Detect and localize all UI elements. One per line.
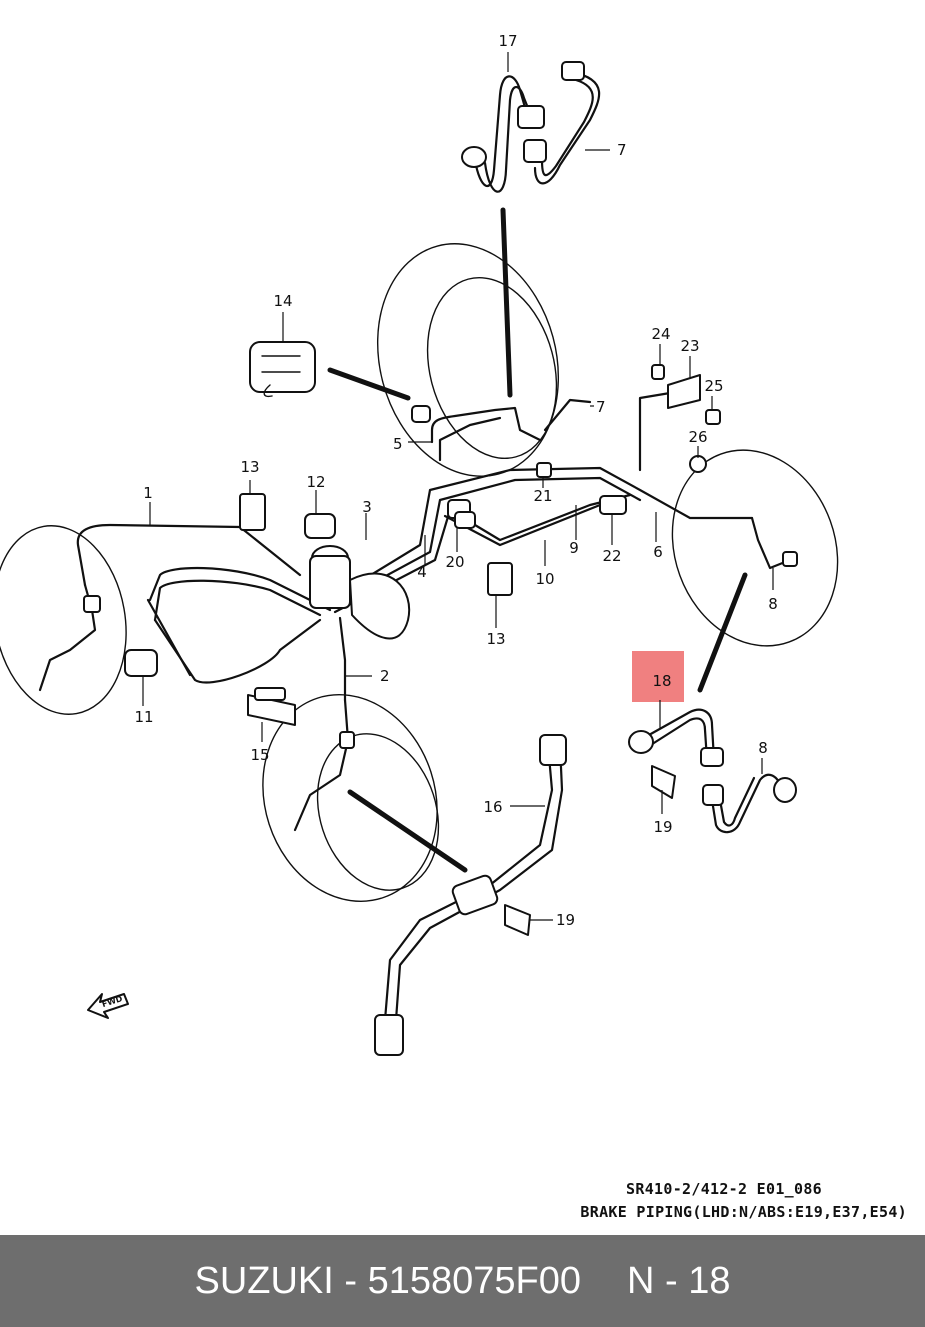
callout-9: 9 (569, 539, 579, 557)
callout-6: 6 (653, 543, 663, 561)
callout-7-mid: 7 (596, 398, 606, 416)
part-13-clip-bottom (487, 562, 513, 596)
callout-17: 17 (498, 32, 517, 50)
callout-16: 16 (483, 798, 502, 816)
part-24-bolt (651, 364, 665, 380)
part-5-clip (411, 405, 431, 423)
rear-left-hose (38, 583, 101, 692)
rear-left-wheel (0, 525, 127, 715)
callout-2: 2 (380, 667, 390, 685)
callout-13-top: 13 (240, 458, 259, 476)
callout-24: 24 (651, 325, 670, 343)
rear-right-wheel (671, 449, 839, 647)
callout-26: 26 (688, 428, 707, 446)
callout-19-lower: 19 (556, 911, 575, 929)
callout-8-right: 8 (768, 595, 778, 613)
callout-8-lower: 8 (758, 739, 768, 757)
part-15-clamp (247, 687, 296, 726)
callout-22: 22 (602, 547, 621, 565)
callout-10: 10 (535, 570, 554, 588)
callout-1: 1 (143, 484, 153, 502)
part-14-clamp (249, 341, 316, 398)
part-22-bracket (599, 495, 627, 515)
footer-part-number: SUZUKI - 5158075F00 (194, 1259, 582, 1302)
callout-25: 25 (704, 377, 723, 395)
callout-12: 12 (306, 473, 325, 491)
part-17-pipe-detail (461, 75, 545, 193)
part-18-pipe (628, 708, 724, 767)
part-19-clip-upper (651, 765, 676, 799)
callout-13-bottom: 13 (486, 630, 505, 648)
part-7-pipe-detail (523, 61, 601, 185)
part-12-clip (304, 513, 336, 539)
footer-reference: N - 18 (627, 1259, 731, 1302)
callout-21: 21 (533, 487, 552, 505)
callout-15: 15 (250, 746, 269, 764)
part-21-bolt (536, 462, 552, 478)
callout-14: 14 (273, 292, 292, 310)
footer-bar: SUZUKI - 5158075F00 N - 18 (0, 1235, 925, 1327)
part-8-pipe-lower (702, 773, 797, 834)
part-8-hose-upper (750, 516, 798, 570)
part-25-bolt (705, 409, 721, 425)
callout-7-top: 7 (617, 141, 627, 159)
part-26-nut (689, 455, 707, 473)
leader-lines (142, 52, 774, 921)
front-left-hose (293, 698, 355, 832)
master-cylinder (309, 545, 411, 640)
callout-4: 4 (417, 563, 427, 581)
part-13-clip-top (239, 493, 266, 531)
diagram-title: BRAKE PIPING(LHD:N/ABS:E19,E37,E54) (580, 1203, 907, 1221)
callout-labels: 17 7 14 7 5 24 23 25 26 13 12 1 3 21 9 2… (134, 32, 777, 929)
callout-5: 5 (393, 435, 403, 453)
fwd-arrow: FWD (87, 993, 129, 1019)
front-right-wheel (376, 243, 560, 477)
callout-18-highlight (632, 651, 684, 702)
part-11-clamp (124, 649, 158, 677)
callout-3: 3 (362, 498, 372, 516)
callout-23: 23 (680, 337, 699, 355)
part-16-hose (374, 734, 567, 1056)
diagram-code: SR410-2/412-2 E01_086 (626, 1180, 822, 1198)
callout-19-upper: 19 (653, 818, 672, 836)
callout-20: 20 (445, 553, 464, 571)
part-23-bracket (667, 374, 701, 409)
part-19-clip-lower (504, 904, 531, 936)
part-20-joint (447, 499, 476, 529)
brake-piping-diagram: FWD 17 7 14 (0, 32, 839, 1056)
callout-11: 11 (134, 708, 153, 726)
callout-18: 18 (652, 672, 671, 690)
